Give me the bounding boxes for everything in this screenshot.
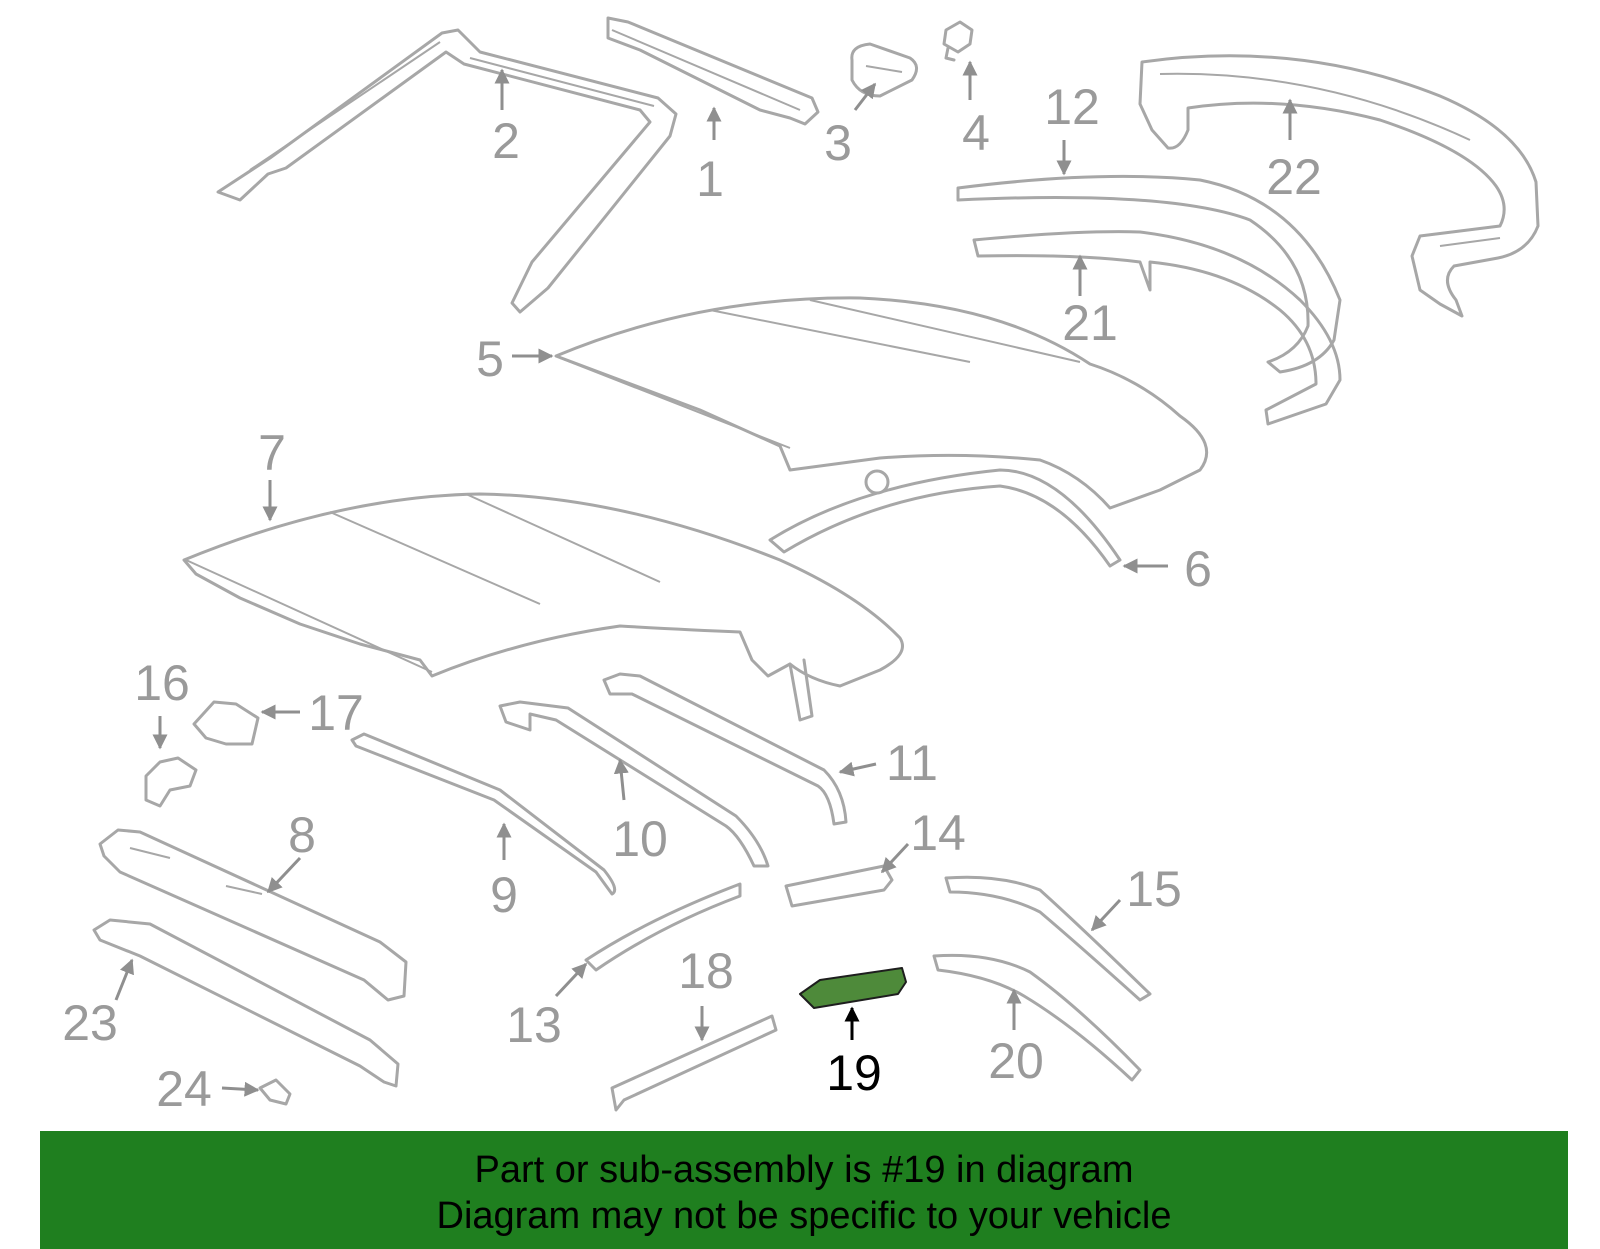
callout-10: 10 bbox=[612, 811, 668, 867]
part-15-trim bbox=[944, 875, 1152, 1002]
part-10-side-rail bbox=[498, 700, 770, 868]
callout-22: 22 bbox=[1266, 149, 1322, 205]
part-21-weatherstrip-lower bbox=[972, 230, 1342, 426]
leader-arrows bbox=[114, 60, 1298, 1097]
callout-20: 20 bbox=[988, 1033, 1044, 1089]
part-14-trim bbox=[784, 864, 894, 908]
callout-11: 11 bbox=[886, 735, 938, 791]
callout-16: 16 bbox=[134, 655, 190, 711]
part-18-trim bbox=[610, 1014, 778, 1112]
part-5-roof-skin bbox=[554, 296, 1209, 510]
part-13-trim bbox=[584, 882, 742, 972]
callout-7: 7 bbox=[258, 425, 286, 481]
callout-21: 21 bbox=[1062, 295, 1118, 351]
callout-5: 5 bbox=[476, 331, 504, 387]
banner-line-1: Part or sub-assembly is #19 in diagram bbox=[474, 1149, 1134, 1191]
info-banner: Part or sub-assembly is #19 in diagram D… bbox=[40, 1131, 1568, 1249]
callout-8: 8 bbox=[288, 807, 316, 863]
part-17-bracket bbox=[192, 700, 260, 746]
callout-9: 9 bbox=[490, 867, 518, 923]
banner-line-2: Diagram may not be specific to your vehi… bbox=[436, 1195, 1172, 1237]
part-2-windshield-frame bbox=[216, 28, 678, 314]
part-1-header-rail bbox=[606, 16, 820, 126]
callout-6: 6 bbox=[1184, 541, 1212, 597]
part-23-rear-bow-lower bbox=[92, 918, 400, 1088]
callout-3: 3 bbox=[824, 115, 852, 171]
parts-diagram: 1 2 3 4 5 6 7 8 9 10 11 12 13 14 15 16 1… bbox=[62, 16, 1540, 1117]
part-6-rear-trim bbox=[768, 468, 1122, 568]
callout-15: 15 bbox=[1126, 861, 1182, 917]
part-24-clip bbox=[258, 1078, 292, 1106]
callout-1: 1 bbox=[696, 151, 724, 207]
part-7-convertible-top bbox=[182, 492, 904, 722]
part-20-trim bbox=[932, 953, 1142, 1082]
callout-19[interactable]: 19 bbox=[826, 1045, 882, 1101]
part-3-lamp bbox=[850, 42, 918, 98]
part-12-weatherstrip bbox=[956, 174, 1342, 374]
part-4-clip bbox=[942, 20, 974, 62]
part-22-rear-frame bbox=[1138, 54, 1540, 318]
callout-24: 24 bbox=[156, 1061, 212, 1117]
callout-17: 17 bbox=[308, 685, 364, 741]
callout-23: 23 bbox=[62, 995, 118, 1051]
part-16-bracket bbox=[144, 756, 198, 808]
part-19-highlighted[interactable] bbox=[799, 967, 907, 1009]
part-8-rear-bow bbox=[98, 828, 408, 1002]
part-11-side-rail bbox=[602, 672, 848, 826]
callout-labels: 1 2 3 4 5 6 7 8 9 10 11 12 13 14 15 16 1… bbox=[62, 79, 1322, 1117]
callout-13: 13 bbox=[506, 997, 562, 1053]
callout-12: 12 bbox=[1044, 79, 1100, 135]
callout-18: 18 bbox=[678, 943, 734, 999]
callout-4: 4 bbox=[962, 105, 990, 161]
callout-2: 2 bbox=[492, 113, 520, 169]
part-9-side-rail bbox=[350, 732, 617, 896]
callout-14: 14 bbox=[910, 805, 966, 861]
